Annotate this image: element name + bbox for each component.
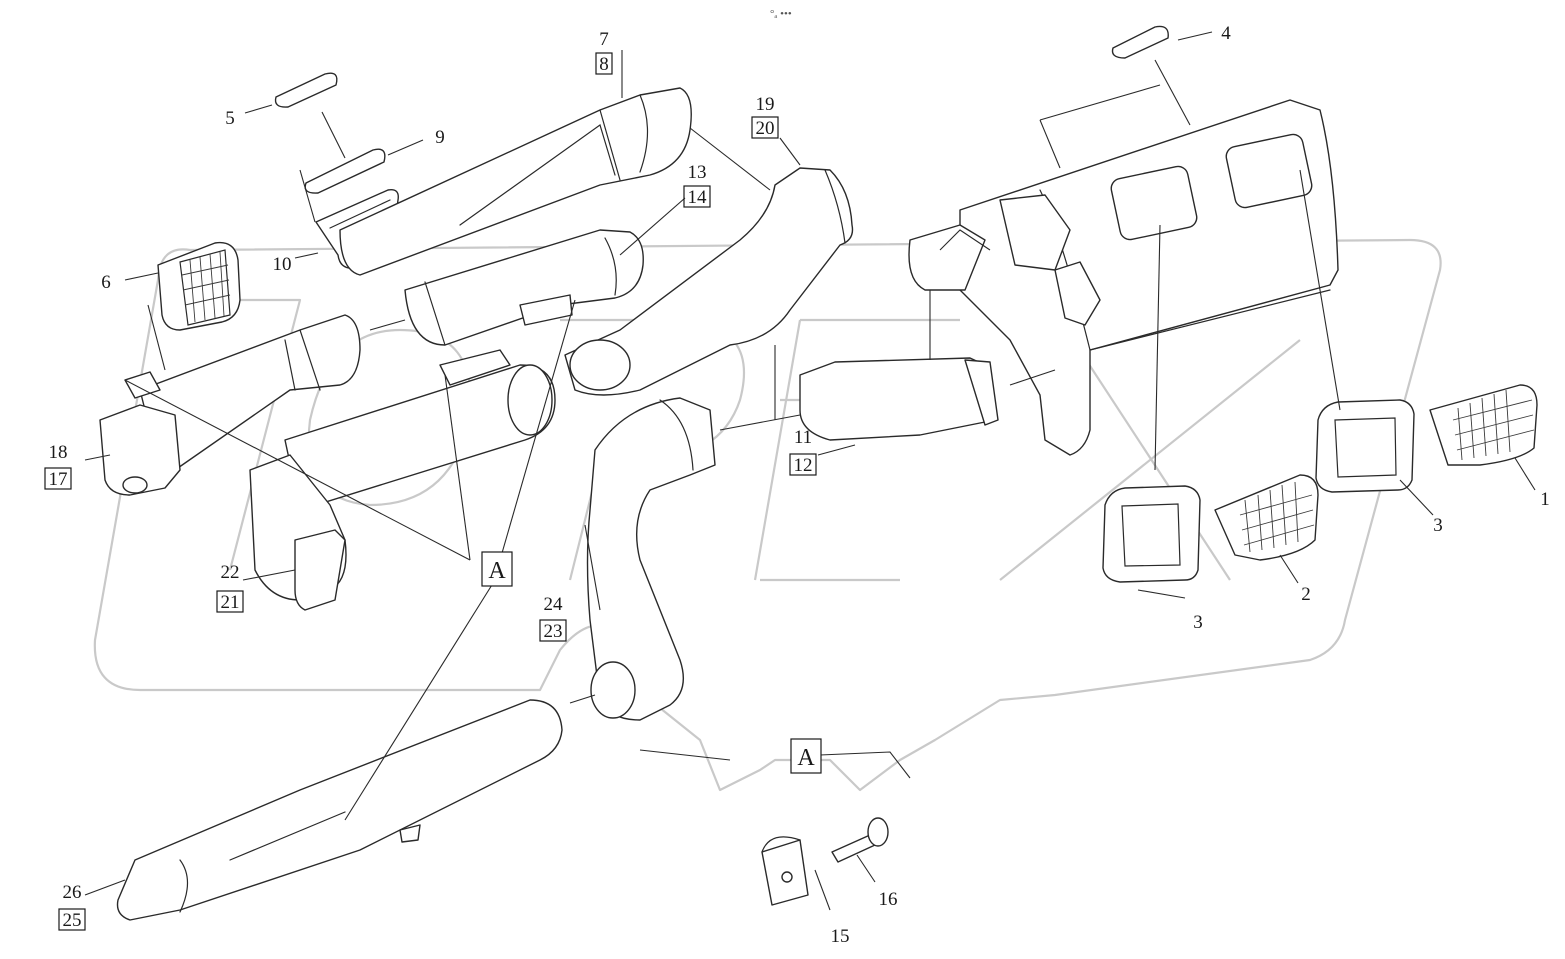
callout-c3b: 3 xyxy=(1433,515,1443,536)
part-3-bezel-left xyxy=(1102,485,1201,583)
callout-c4: 4 xyxy=(1221,23,1231,44)
view-ref-a2: A xyxy=(797,745,815,771)
part-16-screw xyxy=(831,817,889,863)
callout-c12: 12 xyxy=(794,455,813,476)
callout-box-c23 xyxy=(539,619,567,642)
header-mark: °ₐ ••• xyxy=(770,8,792,20)
part-21-22-cylinder-duct xyxy=(249,349,556,611)
callout-c16: 16 xyxy=(879,889,898,910)
callout-c1: 1 xyxy=(1540,489,1550,510)
part-4-cap xyxy=(1111,25,1169,59)
callout-c11: 11 xyxy=(794,427,812,448)
part-6-grille xyxy=(157,241,241,331)
leader-lines xyxy=(84,31,1536,911)
part-3-bezel-right xyxy=(1315,399,1415,493)
callout-c26: 26 xyxy=(63,882,82,903)
callout-c21: 21 xyxy=(221,592,240,613)
view-ref-box-a2 xyxy=(790,738,822,774)
part-25-26-bottom-duct xyxy=(116,699,563,921)
callout-c20: 20 xyxy=(756,118,775,139)
callout-c17: 17 xyxy=(49,469,68,490)
callout-c2: 2 xyxy=(1301,584,1311,605)
callout-c5: 5 xyxy=(225,108,235,129)
callout-c22: 22 xyxy=(221,562,240,583)
part-11-12-right-duct xyxy=(799,357,999,441)
view-ref-box-a1 xyxy=(481,551,513,587)
callout-box-c20 xyxy=(751,116,779,139)
callout-c3a: 3 xyxy=(1193,612,1203,633)
callout-box-c21 xyxy=(216,590,244,613)
part-19-20-center-duct xyxy=(564,167,854,396)
callout-box-c8 xyxy=(595,52,613,75)
callout-c14: 14 xyxy=(688,187,708,208)
part-5-cap xyxy=(274,72,338,108)
callout-c13: 13 xyxy=(688,162,707,183)
dashboard-module xyxy=(908,99,1339,456)
callout-c23: 23 xyxy=(544,621,563,642)
callout-box-c14 xyxy=(683,185,711,208)
part-9-cap xyxy=(304,148,386,194)
callout-labels: 1233456789101112131415161718192021222324… xyxy=(44,23,1550,947)
callout-c15: 15 xyxy=(831,926,850,947)
callout-c24: 24 xyxy=(544,594,564,615)
part-7-8-upper-duct xyxy=(339,87,692,276)
part-23-24-s-duct xyxy=(586,397,716,721)
callout-box-c25 xyxy=(58,908,86,931)
part-17-18-left-duct xyxy=(99,314,361,496)
callout-c18: 18 xyxy=(49,442,68,463)
callout-c7: 7 xyxy=(599,29,609,50)
callout-c19: 19 xyxy=(756,94,775,115)
part-1-grille xyxy=(1429,384,1538,466)
view-ref-a1: A xyxy=(488,558,506,584)
part-13-14-mid-duct xyxy=(404,229,644,346)
callout-box-c12 xyxy=(789,453,817,476)
part-2-grille xyxy=(1214,474,1319,561)
callout-c9: 9 xyxy=(435,127,445,148)
callout-c8: 8 xyxy=(599,54,609,75)
callout-c6: 6 xyxy=(101,272,111,293)
part-15-clip xyxy=(761,836,809,906)
callout-box-c17 xyxy=(44,467,72,490)
callout-c25: 25 xyxy=(63,910,82,931)
callout-c10: 10 xyxy=(273,254,292,275)
